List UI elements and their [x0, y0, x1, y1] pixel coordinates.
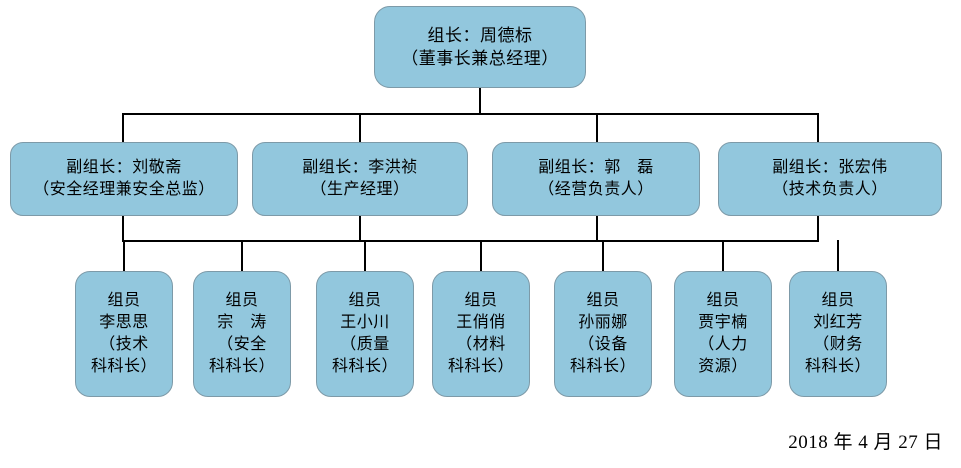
connector-deputy-bus — [122, 113, 819, 115]
connector-member-drop-3 — [364, 240, 366, 272]
org-node-member-6[interactable]: 组员 贾宇楠 （人力 资源） — [674, 271, 772, 397]
org-node-member-5-line1: 组员 — [586, 291, 620, 309]
org-node-member-1[interactable]: 组员 李思思 （技术 科科长） — [75, 271, 173, 397]
org-node-deputy-2-line2: （生产经理） — [310, 181, 410, 198]
connector-member-drop-2 — [241, 240, 243, 272]
org-node-member-3-line2: 王小川 — [340, 313, 390, 331]
connector-deputy-stem-2 — [359, 216, 361, 242]
org-node-member-4-line2: 王俏俏 — [456, 313, 506, 331]
org-node-member-1-line4: 科科长） — [90, 358, 157, 376]
org-node-member-6-line1: 组员 — [706, 291, 740, 309]
date-stamp: 2018 年 4 月 27 日 — [788, 432, 943, 453]
connector-deputy-drop-4 — [817, 113, 819, 143]
org-node-member-2-line4: 科科长） — [208, 358, 275, 376]
org-node-deputy-1-line1: 副组长：刘敬斋 — [66, 158, 182, 176]
connector-member-drop-4 — [480, 240, 482, 272]
org-node-root-line1: 组长：周德标 — [427, 25, 533, 45]
org-node-member-5-line2: 孙丽娜 — [578, 313, 628, 331]
connector-member-bus — [122, 240, 819, 242]
org-node-member-2-line1: 组员 — [225, 291, 259, 309]
org-node-deputy-1[interactable]: 副组长：刘敬斋 （安全经理兼安全总监） — [10, 142, 238, 216]
org-node-member-4[interactable]: 组员 王俏俏 （材料 科科长） — [432, 271, 530, 397]
org-node-deputy-4-line2: （技术负责人） — [772, 181, 888, 198]
org-node-member-3-line1: 组员 — [348, 291, 382, 309]
org-node-deputy-1-line2: （安全经理兼安全总监） — [33, 181, 215, 198]
org-node-deputy-3-line1: 副组长：郭 磊 — [538, 158, 654, 176]
org-node-member-6-line2: 贾宇楠 — [698, 313, 748, 331]
org-node-member-7-line2: 刘红芳 — [813, 313, 863, 331]
org-node-deputy-3-line2: （经营负责人） — [538, 181, 654, 198]
connector-deputy-stem-3 — [596, 216, 598, 242]
org-node-member-3-line4: 科科长） — [331, 358, 398, 376]
org-node-deputy-2-line1: 副组长：李洪祯 — [302, 158, 418, 176]
org-node-deputy-4-line1: 副组长：张宏伟 — [772, 158, 888, 176]
org-node-member-7-line1: 组员 — [821, 291, 855, 309]
org-node-member-4-line1: 组员 — [464, 291, 498, 309]
org-node-member-5-line4: 科科长） — [569, 358, 636, 376]
org-node-member-1-line3: （技术 — [99, 336, 149, 353]
org-node-deputy-4[interactable]: 副组长：张宏伟 （技术负责人） — [718, 142, 942, 216]
org-node-member-1-line2: 李思思 — [99, 313, 149, 331]
connector-deputy-stem-4 — [817, 216, 819, 242]
org-node-deputy-2[interactable]: 副组长：李洪祯 （生产经理） — [252, 142, 468, 216]
org-node-member-5-line3: （设备 — [578, 336, 628, 353]
connector-member-drop-6 — [722, 240, 724, 272]
org-node-member-3-line3: （质量 — [340, 336, 390, 353]
org-node-deputy-3[interactable]: 副组长：郭 磊 （经营负责人） — [492, 142, 700, 216]
org-node-member-6-line3: （人力 — [698, 336, 748, 353]
connector-deputy-drop-1 — [122, 113, 124, 143]
connector-member-drop-5 — [602, 240, 604, 272]
org-node-member-7-line3: （财务 — [813, 336, 863, 353]
org-node-member-2-line2: 宗 涛 — [217, 313, 267, 331]
org-node-member-4-line4: 科科长） — [447, 358, 514, 376]
org-node-member-7-line4: 科科长） — [804, 358, 871, 376]
org-node-root-line2: （董事长兼总经理） — [401, 49, 559, 68]
org-node-member-6-line4: 资源） — [698, 358, 748, 376]
connector-member-drop-7 — [837, 240, 839, 272]
org-node-member-5[interactable]: 组员 孙丽娜 （设备 科科长） — [554, 271, 652, 397]
org-node-member-1-line1: 组员 — [107, 291, 141, 309]
connector-root-stem — [479, 88, 481, 114]
org-node-member-3[interactable]: 组员 王小川 （质量 科科长） — [316, 271, 414, 397]
org-node-member-2-line3: （安全 — [217, 336, 267, 353]
org-node-member-2[interactable]: 组员 宗 涛 （安全 科科长） — [193, 271, 291, 397]
connector-member-drop-1 — [123, 240, 125, 272]
org-node-member-7[interactable]: 组员 刘红芳 （财务 科科长） — [789, 271, 887, 397]
org-node-member-4-line3: （材料 — [456, 336, 506, 353]
connector-deputy-stem-1 — [122, 216, 124, 242]
connector-deputy-drop-3 — [596, 113, 598, 143]
connector-deputy-drop-2 — [359, 113, 361, 143]
org-node-root[interactable]: 组长：周德标 （董事长兼总经理） — [374, 6, 586, 88]
